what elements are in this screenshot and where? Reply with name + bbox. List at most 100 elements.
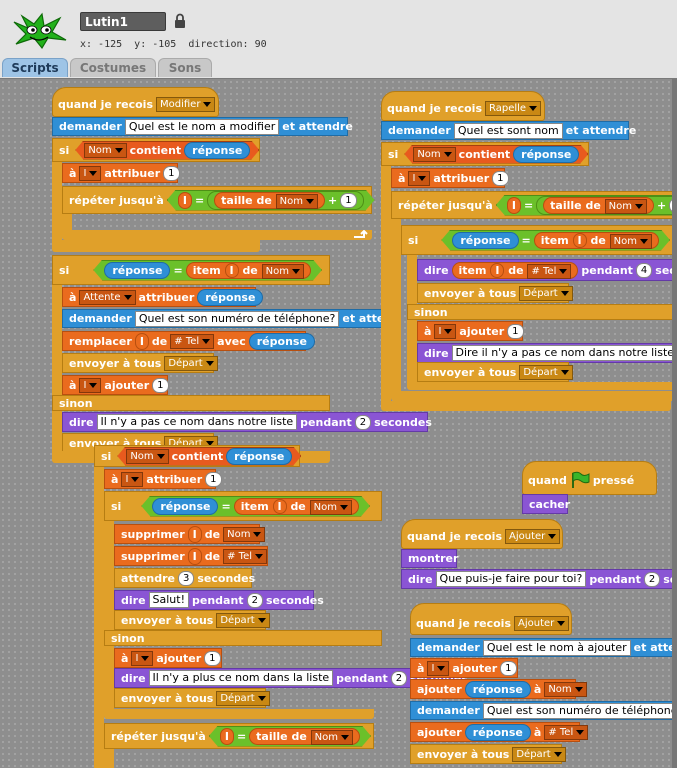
broadcast-block[interactable]: envoyer à tous Départ <box>114 688 270 708</box>
value-input[interactable]: 1 <box>492 170 509 186</box>
message-input[interactable]: Salut! <box>148 592 190 608</box>
tab-scripts[interactable]: Scripts <box>2 58 68 77</box>
equals-operator[interactable]: réponse = item I de Nom <box>93 260 322 281</box>
say-for-secs-block[interactable]: dire Que puis-je faire pour toi? pendant… <box>401 569 677 589</box>
length-of-list-reporter[interactable]: taille de Nom <box>249 728 360 745</box>
ask-question-input[interactable]: Quel est le nom a modifier <box>124 118 280 135</box>
broadcast-block[interactable]: envoyer à tous Départ <box>417 283 573 303</box>
var-dropdown[interactable]: I <box>434 323 457 339</box>
equals-operator[interactable]: réponse = item I de Nom <box>141 496 370 517</box>
var-dropdown[interactable]: I <box>427 660 450 676</box>
ask-question-input[interactable]: Quel est le nom à ajouter <box>482 639 631 656</box>
list-dropdown[interactable]: Nom <box>262 264 304 279</box>
if-else-block-answer-equals-item[interactable]: si réponse = item I de Nom <box>104 491 382 521</box>
ask-question-input[interactable]: Quel est son numéro de téléphone? <box>134 310 340 327</box>
value-input[interactable]: 1 <box>500 660 517 676</box>
var-dropdown[interactable]: I <box>131 650 154 666</box>
message-input[interactable]: Que puis-je faire pour toi? <box>435 571 587 587</box>
list-dropdown[interactable]: Nom <box>413 147 455 162</box>
set-var-block[interactable]: à I attribuer 1 <box>104 469 222 489</box>
repeat-until-block[interactable]: répéter jusqu'à I = taille de Nom + 1 <box>62 186 372 214</box>
answer-reporter[interactable]: réponse <box>452 232 518 249</box>
hide-block[interactable]: cacher <box>522 494 570 514</box>
value-input[interactable]: 1 <box>163 165 180 181</box>
equals-operator[interactable]: I = taille de Nom + 1 <box>496 195 677 216</box>
duration-input[interactable]: 2 <box>390 670 408 686</box>
var-reporter-i[interactable]: I <box>225 263 239 278</box>
lock-icon[interactable] <box>174 13 186 29</box>
set-var-block[interactable]: à I attribuer 1 <box>391 168 509 188</box>
delete-item-block[interactable]: supprimer I de # Tel <box>114 546 268 566</box>
change-var-block[interactable]: à I ajouter 1 <box>114 648 222 668</box>
message-dropdown[interactable]: Ajouter <box>514 615 570 631</box>
change-var-block[interactable]: à I ajouter 1 <box>417 321 524 341</box>
list-dropdown[interactable]: Nom <box>605 199 647 214</box>
list-dropdown[interactable]: Nom <box>223 526 266 542</box>
var-dropdown[interactable]: Attente <box>79 289 136 305</box>
list-dropdown[interactable]: Nom <box>544 681 587 697</box>
repeat-until-block[interactable]: répéter jusqu'à I = taille de Nom <box>104 723 374 749</box>
list-dropdown[interactable]: # Tel <box>223 548 268 564</box>
tab-sons[interactable]: Sons <box>158 58 212 77</box>
message-dropdown[interactable]: Ajouter <box>505 528 561 544</box>
show-block[interactable]: montrer <box>401 549 458 568</box>
message-dropdown[interactable]: Départ <box>216 690 270 706</box>
set-var-block[interactable]: à I attribuer 1 <box>62 163 180 183</box>
ask-block[interactable]: demander Quel est le nom a modifier et a… <box>52 117 353 136</box>
message-input[interactable]: Il n'y a plus ce nom dans la liste <box>148 670 334 686</box>
message-dropdown[interactable]: Départ <box>519 285 573 301</box>
say-for-secs-block[interactable]: dire Il n'y a plus ce nom dans la liste … <box>114 668 468 688</box>
item-of-list-reporter[interactable]: item I de Nom <box>234 498 359 515</box>
broadcast-block[interactable]: envoyer à tous Départ <box>410 744 566 764</box>
scripts-area[interactable]: quand je recois Modifier demander Quel e… <box>0 78 677 768</box>
equals-operator[interactable]: I = taille de Nom <box>209 726 371 747</box>
ask-question-input[interactable]: Quel est sont nom <box>453 122 563 139</box>
value-input[interactable]: 1 <box>205 471 222 487</box>
length-of-list-reporter[interactable]: taille de Nom <box>543 197 654 214</box>
duration-input[interactable]: 3 <box>178 570 195 586</box>
broadcast-block[interactable]: envoyer à tous Départ <box>62 353 218 373</box>
sprite-thumbnail[interactable] <box>8 10 68 52</box>
replace-item-block[interactable]: remplacer I de # Tel avec réponse <box>62 331 315 351</box>
value-input[interactable]: 1 <box>204 650 221 666</box>
change-var-block[interactable]: à I ajouter 1 <box>410 658 518 678</box>
contains-predicate[interactable]: Nom contient réponse <box>75 141 259 160</box>
length-of-list-reporter[interactable]: taille de Nom <box>214 192 325 209</box>
answer-reporter[interactable]: réponse <box>184 142 250 159</box>
list-dropdown[interactable]: # Tel <box>544 724 589 740</box>
ask-block[interactable]: demander Quel est son numéro de téléphon… <box>410 701 677 720</box>
list-dropdown[interactable]: Nom <box>84 143 126 158</box>
message-dropdown[interactable]: Départ <box>519 364 573 380</box>
var-dropdown[interactable]: I <box>408 170 431 186</box>
duration-input[interactable]: 4 <box>635 262 653 278</box>
number-input[interactable]: 1 <box>340 193 356 208</box>
set-var-block[interactable]: à Attente attribuer réponse <box>62 287 264 307</box>
broadcast-block[interactable]: envoyer à tous Départ <box>417 362 573 382</box>
var-reporter-i[interactable]: I <box>187 525 202 543</box>
answer-reporter[interactable]: réponse <box>197 288 264 306</box>
contains-predicate[interactable]: Nom contient réponse <box>117 447 301 466</box>
add-operator[interactable]: taille de Nom + 1 <box>207 191 363 210</box>
message-input[interactable]: Il n'y a pas ce nom dans notre liste <box>96 414 298 430</box>
message-input[interactable]: Dire il n'y a pas ce nom dans notre list… <box>451 345 677 361</box>
item-of-list-reporter[interactable]: item I de Nom <box>186 262 311 279</box>
change-var-block[interactable]: à I ajouter 1 <box>62 375 169 395</box>
if-block-contains[interactable]: si Nom contient réponse <box>381 142 589 166</box>
var-reporter-i[interactable]: I <box>220 728 234 745</box>
var-dropdown[interactable]: I <box>79 377 102 393</box>
item-of-list-reporter[interactable]: item I de # Tel <box>451 261 579 279</box>
if-block-contains[interactable]: si Nom contient réponse <box>52 138 260 162</box>
list-dropdown[interactable]: # Tel <box>170 333 215 349</box>
add-to-list-block[interactable]: ajouter réponse à # Tel <box>410 722 589 742</box>
repeat-until-block[interactable]: répéter jusqu'à I = taille de Nom + 1 <box>391 191 677 219</box>
value-input[interactable]: 1 <box>152 377 169 393</box>
answer-reporter[interactable]: réponse <box>513 146 579 163</box>
list-dropdown[interactable]: Nom <box>126 449 168 464</box>
var-dropdown[interactable]: I <box>121 471 144 487</box>
if-else-block-answer-equals-item[interactable]: si réponse = item I de Nom <box>52 255 330 285</box>
say-for-secs-block[interactable]: dire Il n'y a pas ce nom dans notre list… <box>62 412 432 432</box>
var-reporter-i[interactable]: I <box>178 192 192 209</box>
sprite-name-field[interactable]: Lutin1 <box>80 12 166 31</box>
duration-input[interactable]: 2 <box>643 571 661 587</box>
duration-input[interactable]: 2 <box>354 414 372 430</box>
